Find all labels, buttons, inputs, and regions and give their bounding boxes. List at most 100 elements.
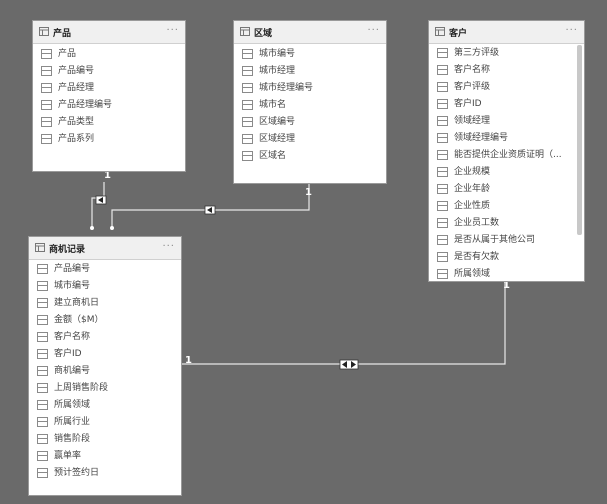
field-item[interactable]: 客户名称 bbox=[437, 62, 490, 78]
field-item[interactable]: 所属领域 bbox=[37, 397, 90, 413]
column-icon bbox=[242, 151, 253, 161]
table-card-customer[interactable]: 客户 ··· 第三方评级 客户名称 客户评级 客户ID 领域经理 领域经理编号 … bbox=[428, 20, 585, 282]
table-icon bbox=[435, 27, 445, 36]
relationship-end-dot bbox=[110, 226, 114, 230]
field-item[interactable]: 客户评级 bbox=[437, 79, 490, 95]
column-icon bbox=[242, 49, 253, 59]
more-options-icon[interactable]: ··· bbox=[166, 25, 179, 36]
table-icon bbox=[35, 243, 45, 252]
column-icon bbox=[41, 117, 52, 127]
column-icon bbox=[41, 134, 52, 144]
cardinality-label: 1 bbox=[185, 355, 192, 366]
field-item[interactable]: 企业规模 bbox=[437, 164, 490, 180]
field-item[interactable]: 城市经理 bbox=[242, 63, 295, 79]
column-icon bbox=[37, 366, 48, 376]
field-item[interactable]: 上周销售阶段 bbox=[37, 380, 108, 396]
field-item[interactable]: 客户ID bbox=[37, 346, 82, 362]
column-icon bbox=[242, 134, 253, 144]
column-icon bbox=[437, 82, 448, 92]
column-icon bbox=[437, 252, 448, 262]
field-item[interactable]: 产品编号 bbox=[41, 63, 94, 79]
column-icon bbox=[37, 434, 48, 444]
cardinality-label: 1 bbox=[104, 170, 111, 181]
field-item[interactable]: 领域经理编号 bbox=[437, 130, 508, 146]
column-icon bbox=[437, 116, 448, 126]
column-icon bbox=[37, 417, 48, 427]
cardinality-label: 1 bbox=[503, 280, 510, 291]
table-icon bbox=[39, 27, 49, 36]
column-icon bbox=[437, 48, 448, 58]
field-item[interactable]: 商机编号 bbox=[37, 363, 90, 379]
bidirectional-filter-icon bbox=[339, 359, 359, 370]
field-item[interactable]: 区域经理 bbox=[242, 131, 295, 147]
field-item[interactable]: 产品编号 bbox=[37, 261, 90, 277]
field-item[interactable]: 产品类型 bbox=[41, 114, 94, 130]
field-item[interactable]: 金额（$M） bbox=[37, 312, 104, 328]
relationship-end-dot bbox=[90, 226, 94, 230]
column-icon bbox=[37, 298, 48, 308]
more-options-icon[interactable]: ··· bbox=[565, 25, 578, 36]
table-card-region[interactable]: 区域 ··· 城市编号 城市经理 城市经理编号 城市名 区域编号 区域经理 区域… bbox=[233, 20, 387, 184]
field-item[interactable]: 城市编号 bbox=[242, 46, 295, 62]
field-item[interactable]: 产品经理编号 bbox=[41, 97, 112, 113]
column-icon bbox=[41, 49, 52, 59]
column-icon bbox=[37, 332, 48, 342]
field-item[interactable]: 是否有欠款 bbox=[437, 249, 499, 265]
field-item[interactable]: 产品经理 bbox=[41, 80, 94, 96]
field-item[interactable]: 销售阶段 bbox=[37, 431, 90, 447]
column-icon bbox=[37, 451, 48, 461]
filter-direction-icon bbox=[204, 205, 216, 215]
column-icon bbox=[37, 400, 48, 410]
more-options-icon[interactable]: ··· bbox=[367, 25, 380, 36]
field-item[interactable]: 客户名称 bbox=[37, 329, 90, 345]
field-item[interactable]: 企业员工数 bbox=[437, 215, 499, 231]
table-header[interactable]: 客户 ··· bbox=[429, 21, 584, 44]
field-item[interactable]: 城市经理编号 bbox=[242, 80, 313, 96]
field-item[interactable]: 领域经理 bbox=[437, 113, 490, 129]
filter-direction-icon bbox=[95, 195, 107, 205]
field-item[interactable]: 是否从属于其他公司 bbox=[437, 232, 535, 248]
column-icon bbox=[37, 281, 48, 291]
field-item[interactable]: 企业性质 bbox=[437, 198, 490, 214]
field-item[interactable]: 产品系列 bbox=[41, 131, 94, 147]
table-card-product[interactable]: 产品 ··· 产品 产品编号 产品经理 产品经理编号 产品类型 产品系列 bbox=[32, 20, 186, 172]
table-icon bbox=[240, 27, 250, 36]
column-icon bbox=[41, 66, 52, 76]
more-options-icon[interactable]: ··· bbox=[162, 241, 175, 252]
table-header[interactable]: 产品 ··· bbox=[33, 21, 185, 44]
table-header[interactable]: 区域 ··· bbox=[234, 21, 386, 44]
relationship-line-product bbox=[91, 182, 105, 228]
field-item[interactable]: 第三方评级 bbox=[437, 45, 499, 61]
column-icon bbox=[437, 184, 448, 194]
field-item[interactable]: 客户ID bbox=[437, 96, 482, 112]
field-item[interactable]: 城市编号 bbox=[37, 278, 90, 294]
field-item[interactable]: 预计签约日 bbox=[37, 465, 99, 481]
column-icon bbox=[437, 150, 448, 160]
table-title: 区域 bbox=[254, 29, 273, 39]
field-item[interactable]: 城市名 bbox=[242, 97, 286, 113]
table-card-opportunity[interactable]: 商机记录 ··· 产品编号 城市编号 建立商机日 金额（$M） 客户名称 客户I… bbox=[28, 236, 182, 496]
field-item[interactable]: 所属行业 bbox=[37, 414, 90, 430]
column-icon bbox=[242, 100, 253, 110]
field-item[interactable]: 区域名 bbox=[242, 148, 286, 164]
column-icon bbox=[37, 315, 48, 325]
column-icon bbox=[37, 468, 48, 478]
scrollbar[interactable] bbox=[577, 45, 582, 235]
field-item[interactable]: 企业年龄 bbox=[437, 181, 490, 197]
field-item[interactable]: 赢单率 bbox=[37, 448, 81, 464]
field-item[interactable]: 建立商机日 bbox=[37, 295, 99, 311]
column-icon bbox=[41, 100, 52, 110]
table-title: 商机记录 bbox=[49, 245, 86, 255]
field-item[interactable]: 产品 bbox=[41, 46, 76, 62]
column-icon bbox=[37, 264, 48, 274]
field-item[interactable]: 能否提供企业资质证明（... bbox=[437, 147, 562, 163]
column-icon bbox=[437, 65, 448, 75]
field-item[interactable]: 所属领域 bbox=[437, 266, 490, 281]
column-icon bbox=[242, 83, 253, 93]
column-icon bbox=[437, 201, 448, 211]
column-icon bbox=[437, 167, 448, 177]
column-icon bbox=[437, 133, 448, 143]
table-header[interactable]: 商机记录 ··· bbox=[29, 237, 181, 260]
field-item[interactable]: 区域编号 bbox=[242, 114, 295, 130]
